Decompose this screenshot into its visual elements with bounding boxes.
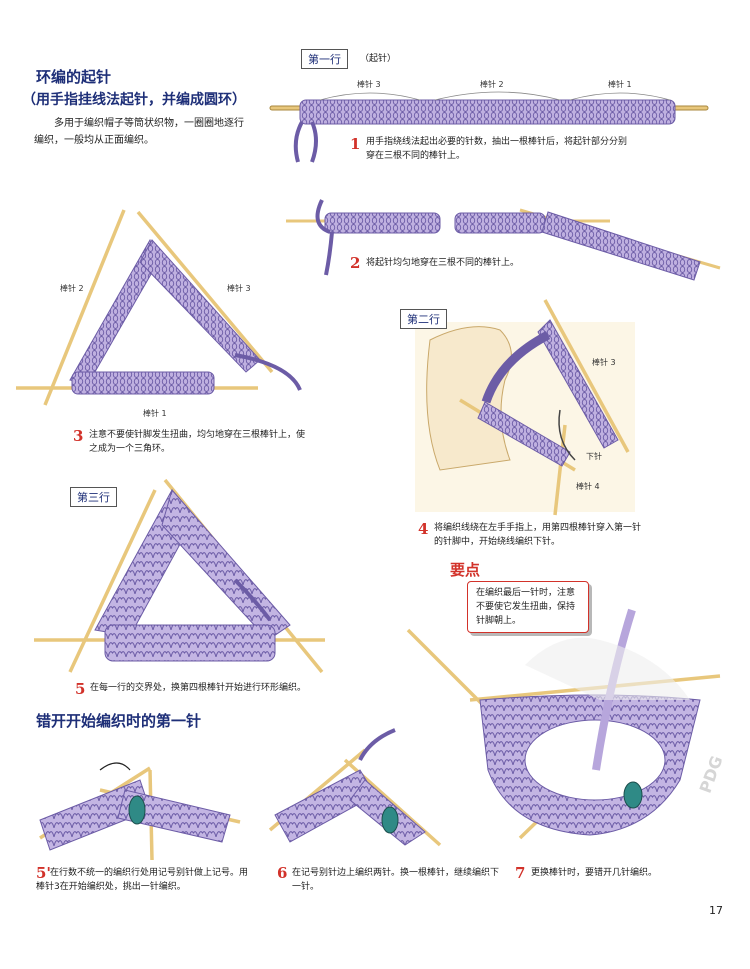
page-title: 环编的起针	[36, 68, 112, 86]
step7-illustration	[406, 608, 721, 840]
key-point-box: 在编织最后一针时，注意 不要使它发生扭曲，保持 针脚朝上。	[467, 581, 589, 633]
step2-text: 将起针均匀地穿在三根不同的棒针上。	[366, 258, 520, 268]
section2-title: 错开开始编织时的第一针	[36, 712, 202, 730]
step4-illustration	[415, 299, 635, 516]
row3-label: 第三行	[70, 487, 117, 507]
step4-line-2: 的针脚中，开始绕线编织下针。	[434, 537, 561, 547]
step6-line-1: 在记号别针边上编织两针。换一根棒针，继续编织下	[292, 868, 500, 878]
step3-needle1-label: 棒针 1	[143, 409, 167, 418]
row1-label: 第一行	[301, 49, 348, 69]
step6-line-2: 一针。	[292, 882, 320, 892]
step1-needle1-label: 棒针 1	[608, 80, 632, 89]
step3-number: 3	[73, 427, 84, 445]
intro-line-2: 编织，一般均从正面编织。	[34, 135, 154, 146]
step6-illustration	[268, 728, 442, 847]
key-point-line-1: 在编织最后一针时，注意	[476, 588, 576, 598]
step1-needle3-label: 棒针 3	[357, 80, 381, 89]
step5b-illustration	[39, 762, 241, 861]
page-subtitle: （用手指挂线法起针，并编成圆环）	[22, 92, 246, 108]
page-number: 17	[709, 904, 723, 917]
row2-label: 第二行	[400, 309, 447, 329]
step1-line-2: 穿在三根不同的棒针上。	[366, 151, 466, 161]
step6-number: 6	[277, 864, 288, 882]
key-point-line-3: 针脚朝上。	[476, 616, 522, 626]
step5-number: 5	[75, 680, 86, 698]
step7-text: 更换棒针时，要错开几针编织。	[531, 868, 658, 878]
step4-needle4-label: 棒针 4	[576, 482, 600, 491]
step4-needle3-label: 棒针 3	[592, 358, 616, 367]
step3-needle3-label: 棒针 3	[227, 284, 251, 293]
step5b-line-1: 在行数不统一的编织行处用记号别针做上记号。用	[50, 868, 249, 878]
step3-line-2: 之成为一个三角环。	[89, 444, 171, 454]
step1-illustration	[269, 91, 709, 163]
step4-line-1: 将编织线绕在左手手指上，用第四根棒针穿入第一针	[434, 523, 642, 533]
step5b-line-2: 棒针3在开始编织处，挑出一针编织。	[36, 882, 186, 892]
step5b-number: 5'	[36, 864, 52, 882]
step2-number: 2	[350, 254, 361, 272]
step1-number: 1	[350, 135, 361, 153]
step3-illustration	[16, 209, 302, 406]
step7-number: 7	[515, 864, 526, 882]
key-point-title: 要点	[450, 561, 481, 579]
step2-illustration	[286, 199, 721, 281]
step1-needle2-label: 棒针 2	[480, 80, 504, 89]
key-point-line-2: 不要使它发生扭曲，保持	[476, 602, 576, 612]
step5-illustration	[34, 478, 325, 674]
step4-knit-label: 下针	[586, 452, 602, 461]
step1-line-1: 用手指绕线法起出必要的针数，抽出一根棒针后，将起针部分分别	[366, 137, 628, 147]
step5-text: 在每一行的交界处，换第四根棒针开始进行环形编织。	[90, 683, 307, 693]
step3-line-1: 注意不要使针脚发生扭曲，均匀地穿在三根棒针上，使	[89, 430, 306, 440]
step4-number: 4	[418, 520, 429, 538]
intro-line-1: 多用于编织帽子等筒状织物，一圈圈地逐行	[54, 118, 244, 129]
step3-needle2-label: 棒针 2	[60, 284, 84, 293]
row1-note: （起针）	[360, 54, 397, 64]
